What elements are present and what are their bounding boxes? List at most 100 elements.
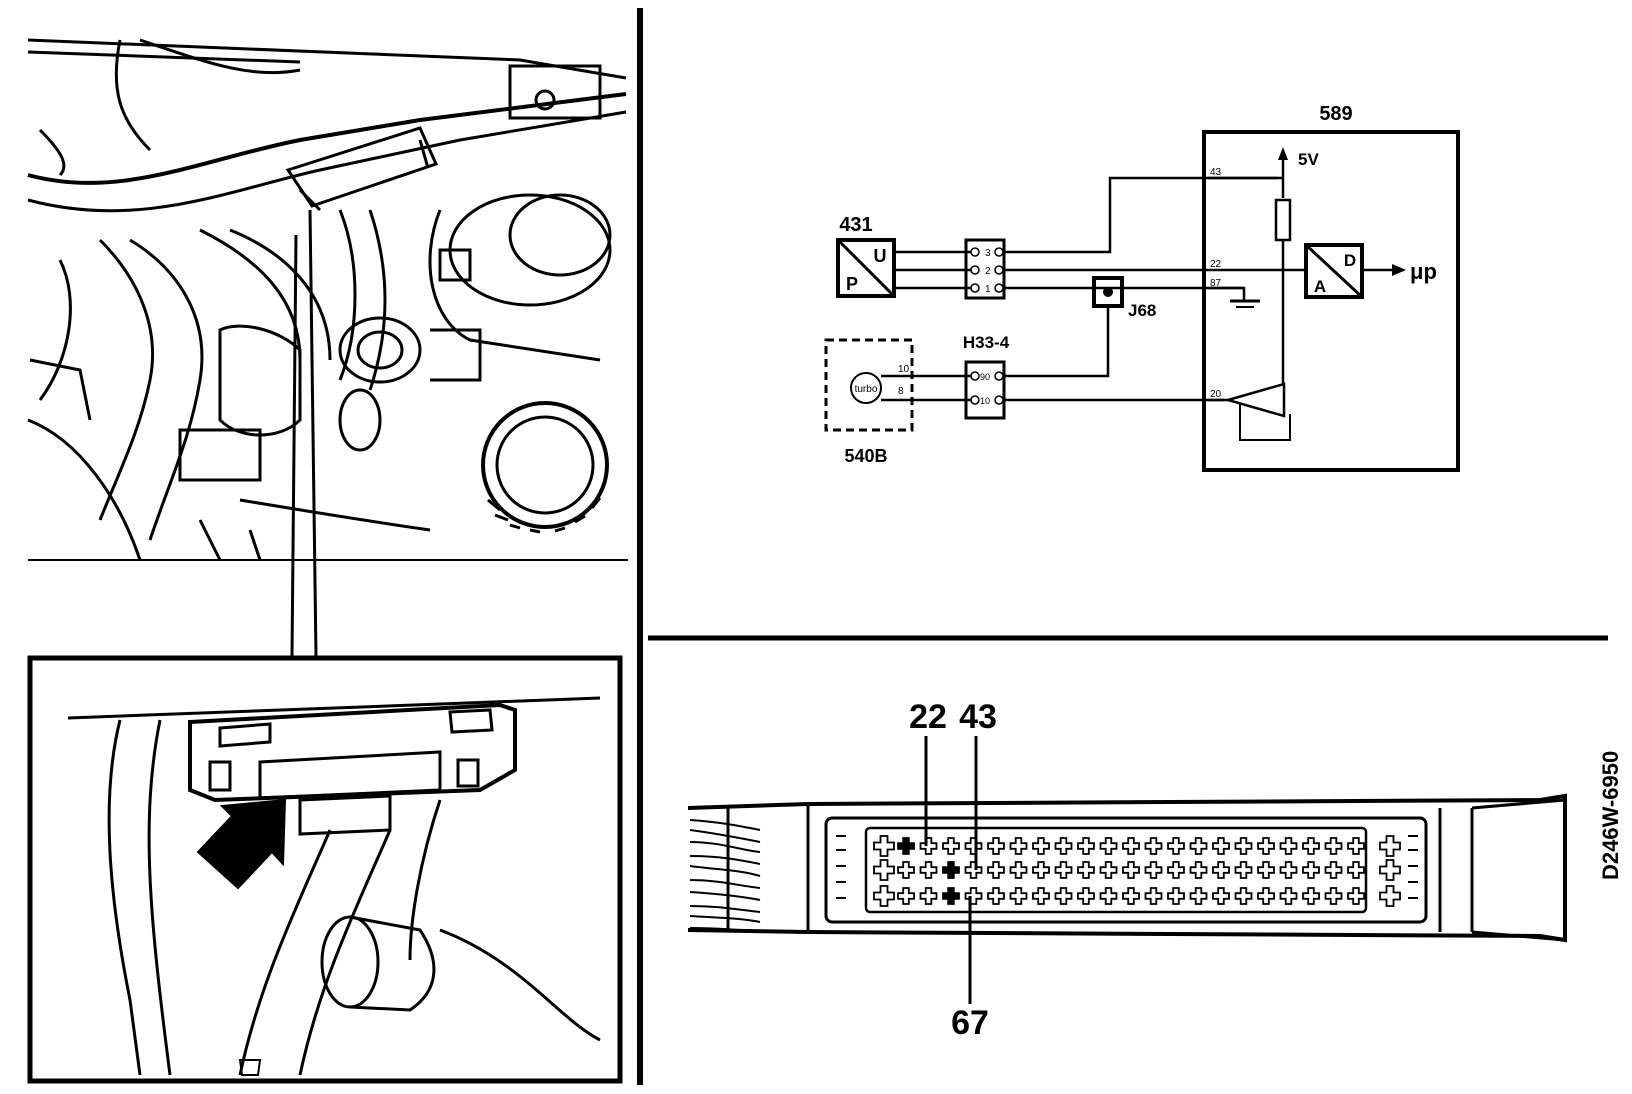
connector-pin — [1167, 887, 1185, 905]
connector-pin — [1347, 887, 1365, 905]
connector-pin — [1279, 887, 1298, 905]
connector-pin — [1122, 861, 1140, 879]
connector-pin — [1302, 861, 1320, 879]
connector-a-pin-3: 3 — [985, 248, 991, 259]
connector-pin — [964, 887, 983, 905]
ground-symbol — [1230, 299, 1260, 308]
connector-pin — [964, 837, 983, 855]
connector-pin — [1144, 887, 1163, 905]
connector-pin — [897, 861, 915, 879]
connector-pin — [987, 861, 1005, 879]
connector-pin — [1212, 887, 1230, 905]
callout-pin-43: 43 — [959, 698, 997, 736]
detail-frame — [27, 655, 623, 1084]
connector-b-id: H33-4 — [963, 333, 1010, 352]
connector-pin — [942, 837, 960, 855]
sensor-letter-bottom: P — [846, 274, 858, 294]
connector-a: 3 2 1 — [964, 238, 1006, 300]
connector-pin-marked — [942, 861, 960, 879]
connector-pin — [873, 835, 895, 857]
connector-a-pin-2: 2 — [985, 266, 991, 277]
sensor-box — [836, 238, 896, 298]
connector-pin — [1122, 837, 1140, 855]
connector-h33-4: H33-4 90 10 — [963, 333, 1010, 420]
connector-a-pin-1: 1 — [985, 284, 991, 295]
connector-pin — [873, 859, 895, 881]
connector-pin — [1234, 861, 1253, 879]
callout-pin-22: 22 — [909, 698, 947, 736]
connector-pin — [1189, 861, 1208, 879]
turbo-pin-8: 8 — [898, 386, 904, 397]
connector-pin — [1054, 837, 1073, 855]
connector-pin — [1009, 861, 1028, 879]
connector-pin — [919, 887, 938, 905]
connector-pin — [1324, 861, 1343, 879]
connector-pin — [1099, 861, 1118, 879]
connector-pin — [1257, 861, 1275, 879]
sensor-letter-top: U — [874, 246, 887, 266]
connector-pin — [1379, 859, 1401, 881]
connector-pin — [1009, 887, 1028, 905]
connector-b-pin-10: 10 — [980, 396, 990, 406]
connector-pin — [1122, 887, 1140, 905]
adc-in-letter: A — [1314, 277, 1326, 296]
connector-pin-marked — [897, 837, 915, 855]
ecu-housing — [188, 702, 517, 803]
ecu-589: 589 43 22 87 20 5V D A μp — [1202, 103, 1460, 472]
adc-out-letter: D — [1344, 251, 1356, 270]
connector-pin — [1054, 861, 1073, 879]
turbo-module-540b: turbo 10 8 540B — [824, 338, 914, 466]
connector-pin — [1144, 861, 1163, 879]
ecu-pin-22: 22 — [1210, 259, 1222, 270]
callout-leaders — [924, 736, 978, 1004]
connector-pin — [1212, 837, 1230, 855]
connector-pin — [1032, 887, 1050, 905]
connector-pin — [1347, 861, 1365, 879]
connector-pin-grid — [873, 835, 1401, 907]
connector-pin — [1379, 885, 1401, 907]
turbo-pin-10: 10 — [898, 364, 910, 375]
connector-pin — [1279, 861, 1298, 879]
junction-j68: J68 — [1092, 276, 1156, 374]
sensor-id: 431 — [839, 214, 872, 236]
comparator — [1223, 382, 1286, 418]
ecu-pin-87: 87 — [1210, 278, 1222, 289]
junction-id: J68 — [1128, 301, 1156, 320]
connector-pin — [1054, 887, 1073, 905]
pointer-arrow — [196, 798, 287, 890]
ecu-location-detail — [27, 655, 623, 1084]
connector-pin — [1324, 837, 1343, 855]
connector-pin — [1009, 837, 1028, 855]
connector-pin — [1234, 837, 1253, 855]
ecu-pin-20: 20 — [1210, 389, 1222, 400]
connector-pin — [1032, 861, 1050, 879]
ecu-output: μp — [1410, 259, 1437, 284]
engine-bay-illustration — [27, 38, 628, 561]
connector-pin — [1302, 887, 1320, 905]
connector-pin — [1189, 837, 1208, 855]
turbo-wires — [881, 374, 1224, 402]
ecu-connector-pinout: 22 43 67 — [687, 698, 1567, 1042]
wiring-schematic: 431 U P 3 2 1 — [824, 103, 1460, 472]
connector-pin — [1324, 887, 1343, 905]
connector-b-pin-90: 90 — [980, 372, 990, 382]
connector-pin — [1167, 837, 1185, 855]
connector-pin — [1302, 837, 1320, 855]
ecu-pin-43: 43 — [1210, 167, 1222, 178]
turbo-module-id: 540B — [844, 446, 887, 466]
connector-pin — [1099, 887, 1118, 905]
connector-face — [824, 816, 1428, 924]
connector-pin — [987, 887, 1005, 905]
callout-pin-67: 67 — [951, 1004, 989, 1042]
connector-pin — [919, 861, 938, 879]
connector-pin — [1234, 887, 1253, 905]
connector-pin — [1257, 887, 1275, 905]
connector-pin — [1099, 837, 1118, 855]
connector-pin — [987, 837, 1005, 855]
connector-pin — [1144, 837, 1163, 855]
panel-dividers — [637, 8, 1608, 1085]
drawing-code: D246W-6950 — [1598, 750, 1623, 880]
sensor-431: 431 U P — [836, 214, 896, 298]
connector-pin — [1077, 837, 1095, 855]
